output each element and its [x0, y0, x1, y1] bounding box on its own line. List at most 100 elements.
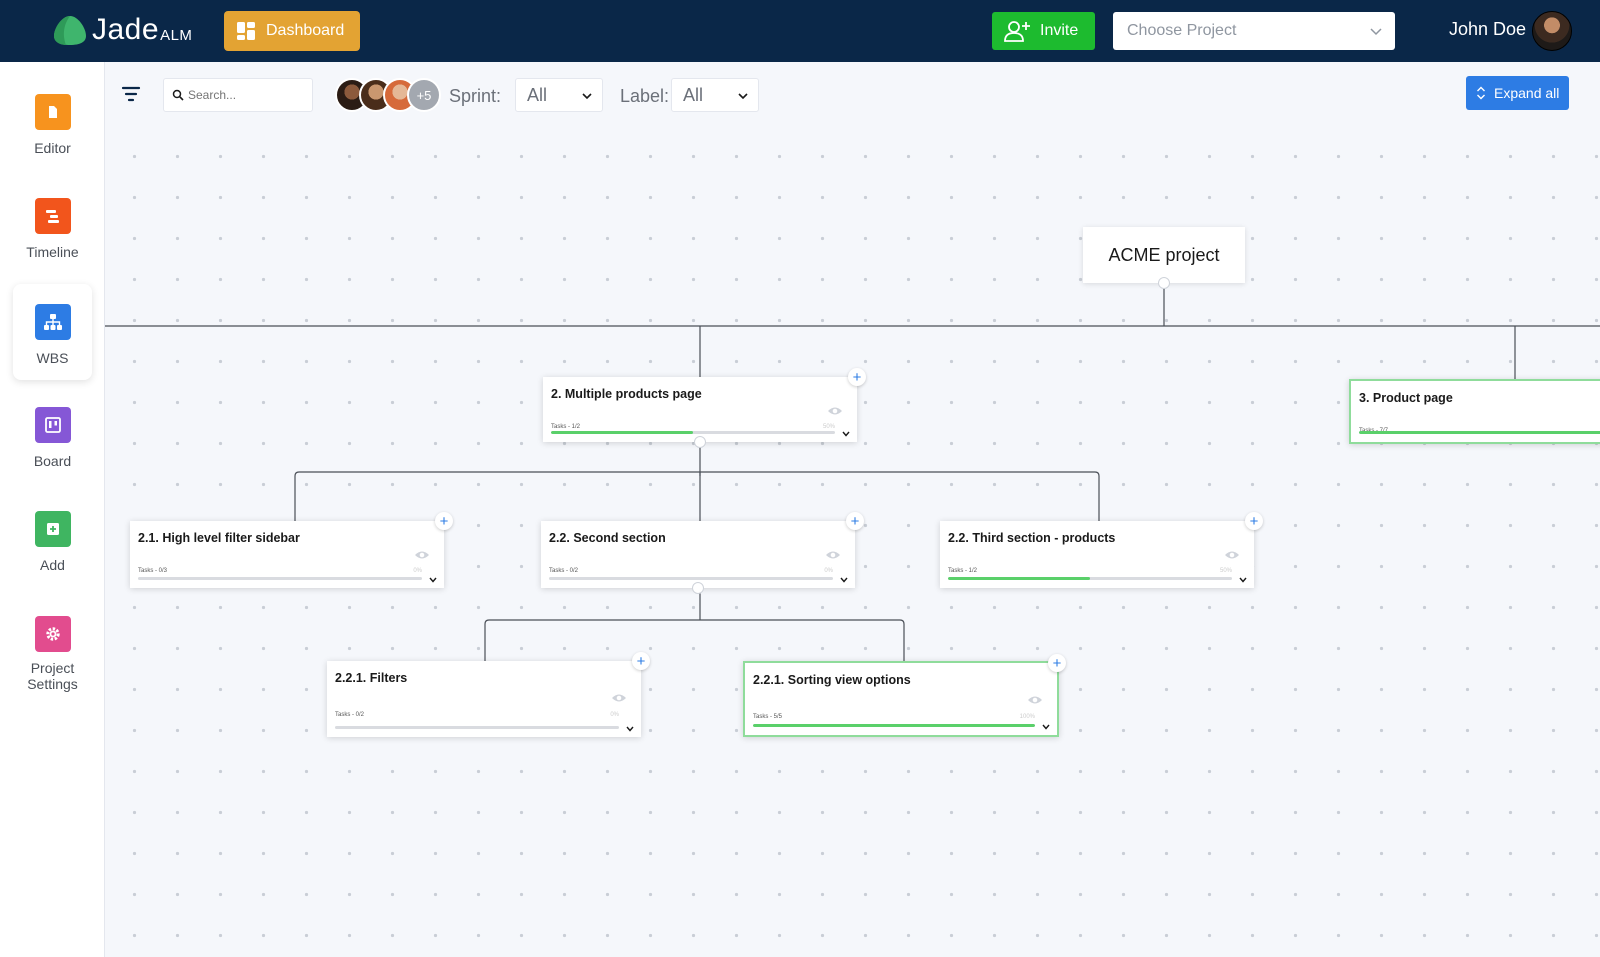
- invite-button[interactable]: Invite: [992, 12, 1095, 50]
- wbs-root-node[interactable]: ACME project: [1083, 227, 1245, 289]
- project-select[interactable]: Choose Project: [1113, 12, 1395, 50]
- hierarchy-icon: [34, 304, 71, 340]
- invite-label: Invite: [1040, 22, 1079, 39]
- node-tasks: Tasks - 0/2: [549, 568, 579, 574]
- eye-icon[interactable]: [414, 549, 430, 561]
- add-user-icon: [1004, 21, 1030, 42]
- sidebar-item-editor[interactable]: Editor: [13, 81, 92, 177]
- dashboard-button[interactable]: Dashboard: [224, 11, 360, 51]
- chevron-down-icon[interactable]: [1041, 722, 1051, 732]
- search-box[interactable]: [163, 78, 313, 112]
- sidebar: Editor Timeline WBS Board Add Project Se…: [0, 62, 105, 957]
- board-icon: [34, 407, 71, 443]
- progress-fill: [1359, 431, 1600, 434]
- dashboard-label: Dashboard: [266, 22, 345, 39]
- sidebar-item-timeline[interactable]: Timeline: [13, 185, 92, 281]
- user-avatar[interactable]: [1532, 11, 1572, 51]
- progress-bar: [549, 577, 833, 580]
- eye-icon[interactable]: [1027, 694, 1043, 706]
- wbs-node[interactable]: 2.2. Third section - products Tasks - 1/…: [940, 512, 1263, 588]
- node-progress-text: 50%: [1219, 568, 1232, 574]
- sidebar-item-add[interactable]: Add: [13, 498, 92, 594]
- sprint-select[interactable]: All: [515, 78, 603, 112]
- eye-icon[interactable]: [827, 405, 843, 417]
- expand-all-label: Expand all: [1494, 85, 1560, 101]
- node-title: 2.1. High level filter sidebar: [138, 531, 300, 545]
- add-child-button[interactable]: +: [1245, 512, 1263, 530]
- brand-sub: ALM: [160, 27, 193, 44]
- chevron-down-icon[interactable]: [839, 575, 849, 585]
- timeline-icon: [34, 198, 71, 234]
- chevron-down-icon[interactable]: [428, 575, 438, 585]
- add-child-button[interactable]: +: [435, 512, 453, 530]
- chevron-down-icon[interactable]: [625, 724, 635, 734]
- wbs-root-title: ACME project: [1108, 244, 1220, 265]
- eye-icon[interactable]: [611, 692, 627, 704]
- node-progress-text: 50%: [822, 424, 835, 430]
- wbs-node[interactable]: 2.1. High level filter sidebar Tasks - 0…: [130, 512, 453, 588]
- search-icon: [172, 89, 184, 101]
- progress-bar: [138, 577, 422, 580]
- app-logo[interactable]: Jade ALM: [52, 14, 192, 46]
- progress-bar: [948, 577, 1232, 580]
- document-icon: [34, 94, 71, 130]
- node-title: 2.2. Third section - products: [948, 531, 1116, 545]
- more-members-badge[interactable]: +5: [407, 78, 441, 112]
- wbs-node[interactable]: 2. Multiple products page Tasks - 1/2 50…: [543, 368, 866, 448]
- project-select-placeholder: Choose Project: [1127, 22, 1237, 39]
- node-tasks: Tasks - 1/2: [551, 424, 581, 430]
- label-select[interactable]: All: [671, 78, 759, 112]
- eye-icon[interactable]: [825, 549, 841, 561]
- sidebar-item-label: Add: [40, 557, 65, 573]
- chevron-down-icon: [738, 93, 748, 100]
- search-input[interactable]: [188, 88, 308, 102]
- node-progress-text: 100%: [1019, 714, 1035, 720]
- sidebar-item-project-settings[interactable]: Project Settings: [13, 603, 92, 699]
- label-value: All: [683, 84, 704, 105]
- dashboard-icon: [237, 22, 255, 40]
- jade-logo-icon: [54, 16, 86, 45]
- add-child-button[interactable]: +: [846, 512, 864, 530]
- progress-bar: [753, 724, 1035, 727]
- wbs-node[interactable]: 3. Product page Tasks - 7/7: [1349, 379, 1600, 444]
- wbs-node[interactable]: 2.2.1. Sorting view options Tasks - 5/5 …: [743, 654, 1066, 737]
- add-child-button[interactable]: +: [632, 652, 650, 670]
- add-child-button[interactable]: +: [848, 368, 866, 386]
- wbs-node[interactable]: 2.2. Second section Tasks - 0/2 0% +: [541, 512, 864, 594]
- eye-icon[interactable]: [1224, 549, 1240, 561]
- sidebar-item-label: WBS: [36, 350, 69, 366]
- sprint-label: Sprint:: [449, 86, 502, 106]
- node-tasks: Tasks - 0/2: [335, 712, 365, 718]
- progress-bar: [1359, 431, 1600, 434]
- wbs-canvas[interactable]: ACME project 2. Multiple products page T…: [105, 128, 1600, 957]
- expand-all-button[interactable]: Expand all: [1466, 76, 1569, 110]
- add-icon: [34, 511, 71, 547]
- brand-name: Jade: [92, 13, 160, 46]
- top-header: Jade ALM Dashboard Invite Choose Project…: [0, 0, 1600, 62]
- user-name[interactable]: John Doe: [1449, 19, 1527, 39]
- wbs-node[interactable]: 2.2.1. Filters Tasks - 0/2 0% +: [327, 652, 650, 737]
- sidebar-item-label: Project Settings: [27, 660, 78, 692]
- chevron-down-icon[interactable]: [1238, 575, 1248, 585]
- filter-icon[interactable]: [120, 84, 142, 104]
- collapse-toggle[interactable]: [694, 436, 706, 448]
- node-tasks: Tasks - 5/5: [753, 714, 783, 720]
- node-tasks: Tasks - 1/2: [948, 568, 978, 574]
- sidebar-item-label: Editor: [34, 140, 71, 156]
- add-child-button[interactable]: +: [1048, 654, 1066, 672]
- progress-bar: [335, 726, 619, 729]
- node-title: 2.2.1. Sorting view options: [753, 673, 911, 687]
- progress-fill: [948, 577, 1090, 580]
- node-tasks: Tasks - 0/3: [138, 568, 168, 574]
- collapse-toggle[interactable]: [1158, 277, 1170, 289]
- node-progress-text: 0%: [824, 568, 833, 574]
- sidebar-item-board[interactable]: Board: [13, 394, 92, 490]
- chevron-down-icon: [582, 93, 592, 100]
- sprint-value: All: [527, 84, 548, 105]
- member-avatars[interactable]: +5: [335, 78, 441, 112]
- sidebar-item-wbs[interactable]: WBS: [13, 284, 92, 380]
- sidebar-item-label: Board: [33, 453, 72, 469]
- chevron-down-icon[interactable]: [841, 429, 851, 439]
- collapse-toggle[interactable]: [692, 582, 704, 594]
- node-title: 2.2. Second section: [549, 531, 666, 545]
